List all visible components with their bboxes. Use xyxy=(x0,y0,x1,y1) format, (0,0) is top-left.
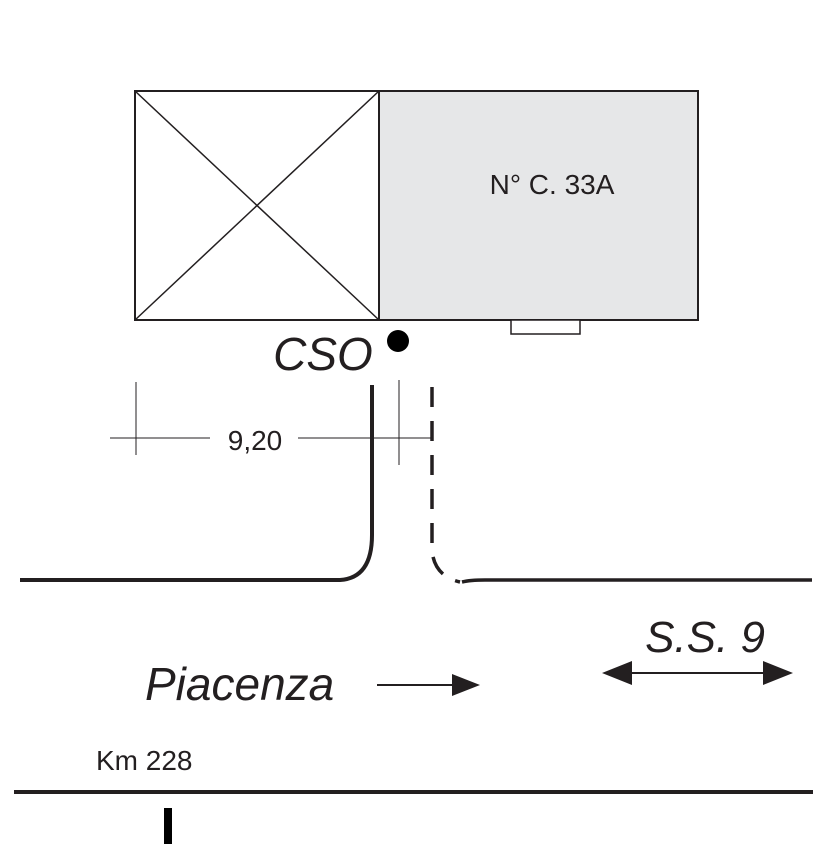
km-label: Km 228 xyxy=(96,745,193,776)
dimension-label: 9,20 xyxy=(228,425,283,456)
road-edge-right xyxy=(461,578,812,584)
building xyxy=(378,90,699,321)
double-arrow-icon xyxy=(602,661,793,685)
direction-arrow-icon xyxy=(377,674,480,696)
dimension-line xyxy=(110,380,432,465)
building-label: N° C. 33A xyxy=(490,169,615,200)
cso-label: CSO xyxy=(273,328,373,380)
building-entrance xyxy=(510,319,581,335)
direction-label: Piacenza xyxy=(145,658,334,710)
road-name-label: S.S. 9 xyxy=(645,613,765,662)
access-road-right-edge-dashed xyxy=(430,387,461,584)
access-road-left-edge xyxy=(20,385,374,582)
km-marker xyxy=(164,808,172,844)
crossed-box xyxy=(134,90,380,321)
cso-point xyxy=(387,330,409,352)
